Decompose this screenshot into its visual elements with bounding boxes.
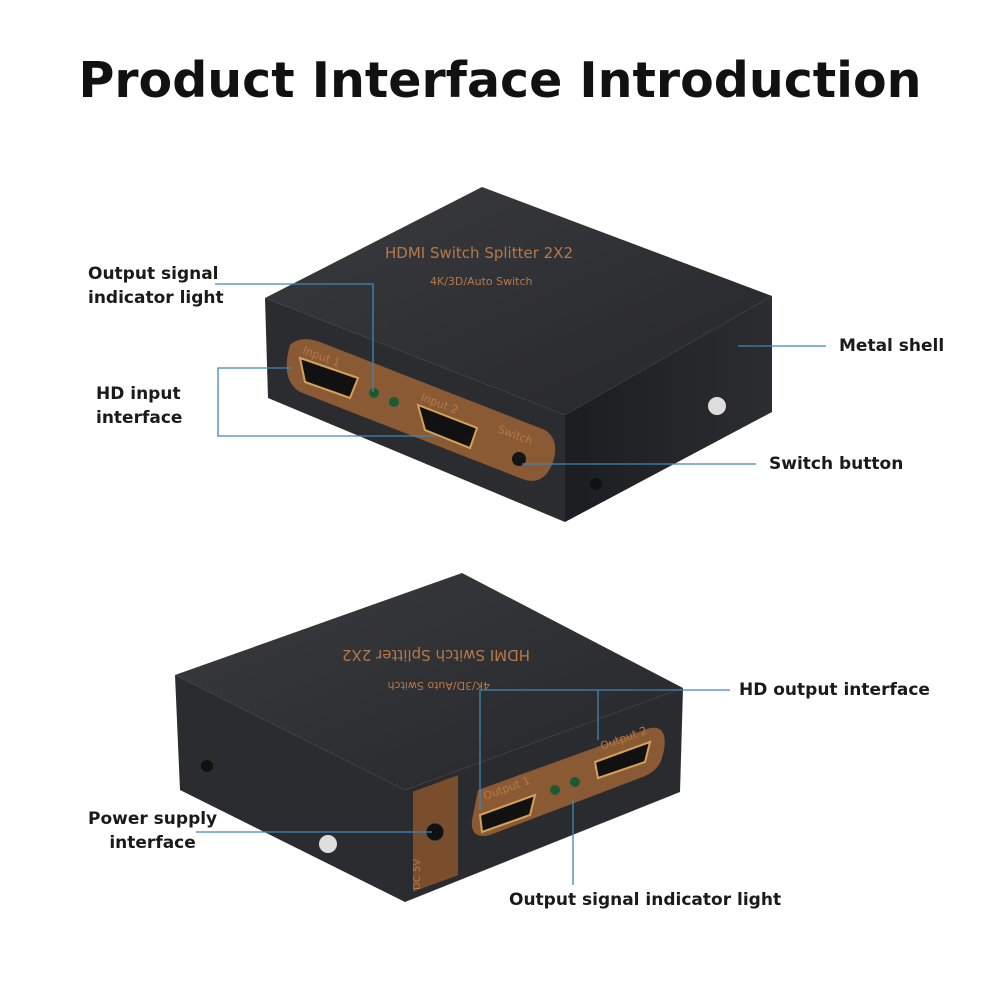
screw-hole-icon [590,478,602,490]
callout-text: interface [96,408,183,428]
hdmi-output2-port [593,740,652,780]
callout-hd-output: HD output interface [739,680,930,700]
callout-power-supply: Power supply interface [88,807,217,855]
device-name-bottom: HDMI Switch Splitter 2X2 [342,646,530,664]
led-icon [570,777,580,787]
callout-text: HD input [96,384,181,404]
device-rear-view: DC 5V Output 1 Output 2 HDMI Switch Spli… [175,573,683,902]
callout-metal-shell: Metal shell [839,336,945,356]
device-front-view: Input 1 Input 2 Switch HDMI Switch Split… [265,187,772,522]
hdmi-output1-port [478,793,537,834]
switch-button [512,452,526,466]
device-name-top: HDMI Switch Splitter 2X2 [385,244,573,262]
page-title: Product Interface Introduction [78,52,922,109]
callout-hd-input: HD input interface [96,382,182,430]
power-label: DC 5V [412,859,423,890]
callout-text: Power supply [88,809,218,829]
sticker-icon [319,835,337,853]
front-panel: Input 1 Input 2 Switch [286,339,556,481]
callout-text: Output signal [88,264,219,284]
led-icon [550,785,560,795]
callout-lines [196,283,826,885]
hdmi-input2-port [416,403,479,450]
callout-switch-button: Switch button [769,454,904,474]
callout-output-led-top: Output signal indicator light [88,262,224,310]
callout-text: indicator light [88,288,224,308]
led-icon [389,397,399,407]
sticker-icon [708,397,726,415]
device-subtitle-bottom: 4K/3D/Auto Switch [387,679,490,692]
callout-output-led-bottom: Output signal indicator light [509,890,782,910]
screw-hole-icon [201,760,213,772]
hdmi-input1-port [298,356,360,400]
led-icon [369,388,379,398]
callout-text: interface [109,833,196,853]
device-subtitle-top: 4K/3D/Auto Switch [430,275,533,288]
